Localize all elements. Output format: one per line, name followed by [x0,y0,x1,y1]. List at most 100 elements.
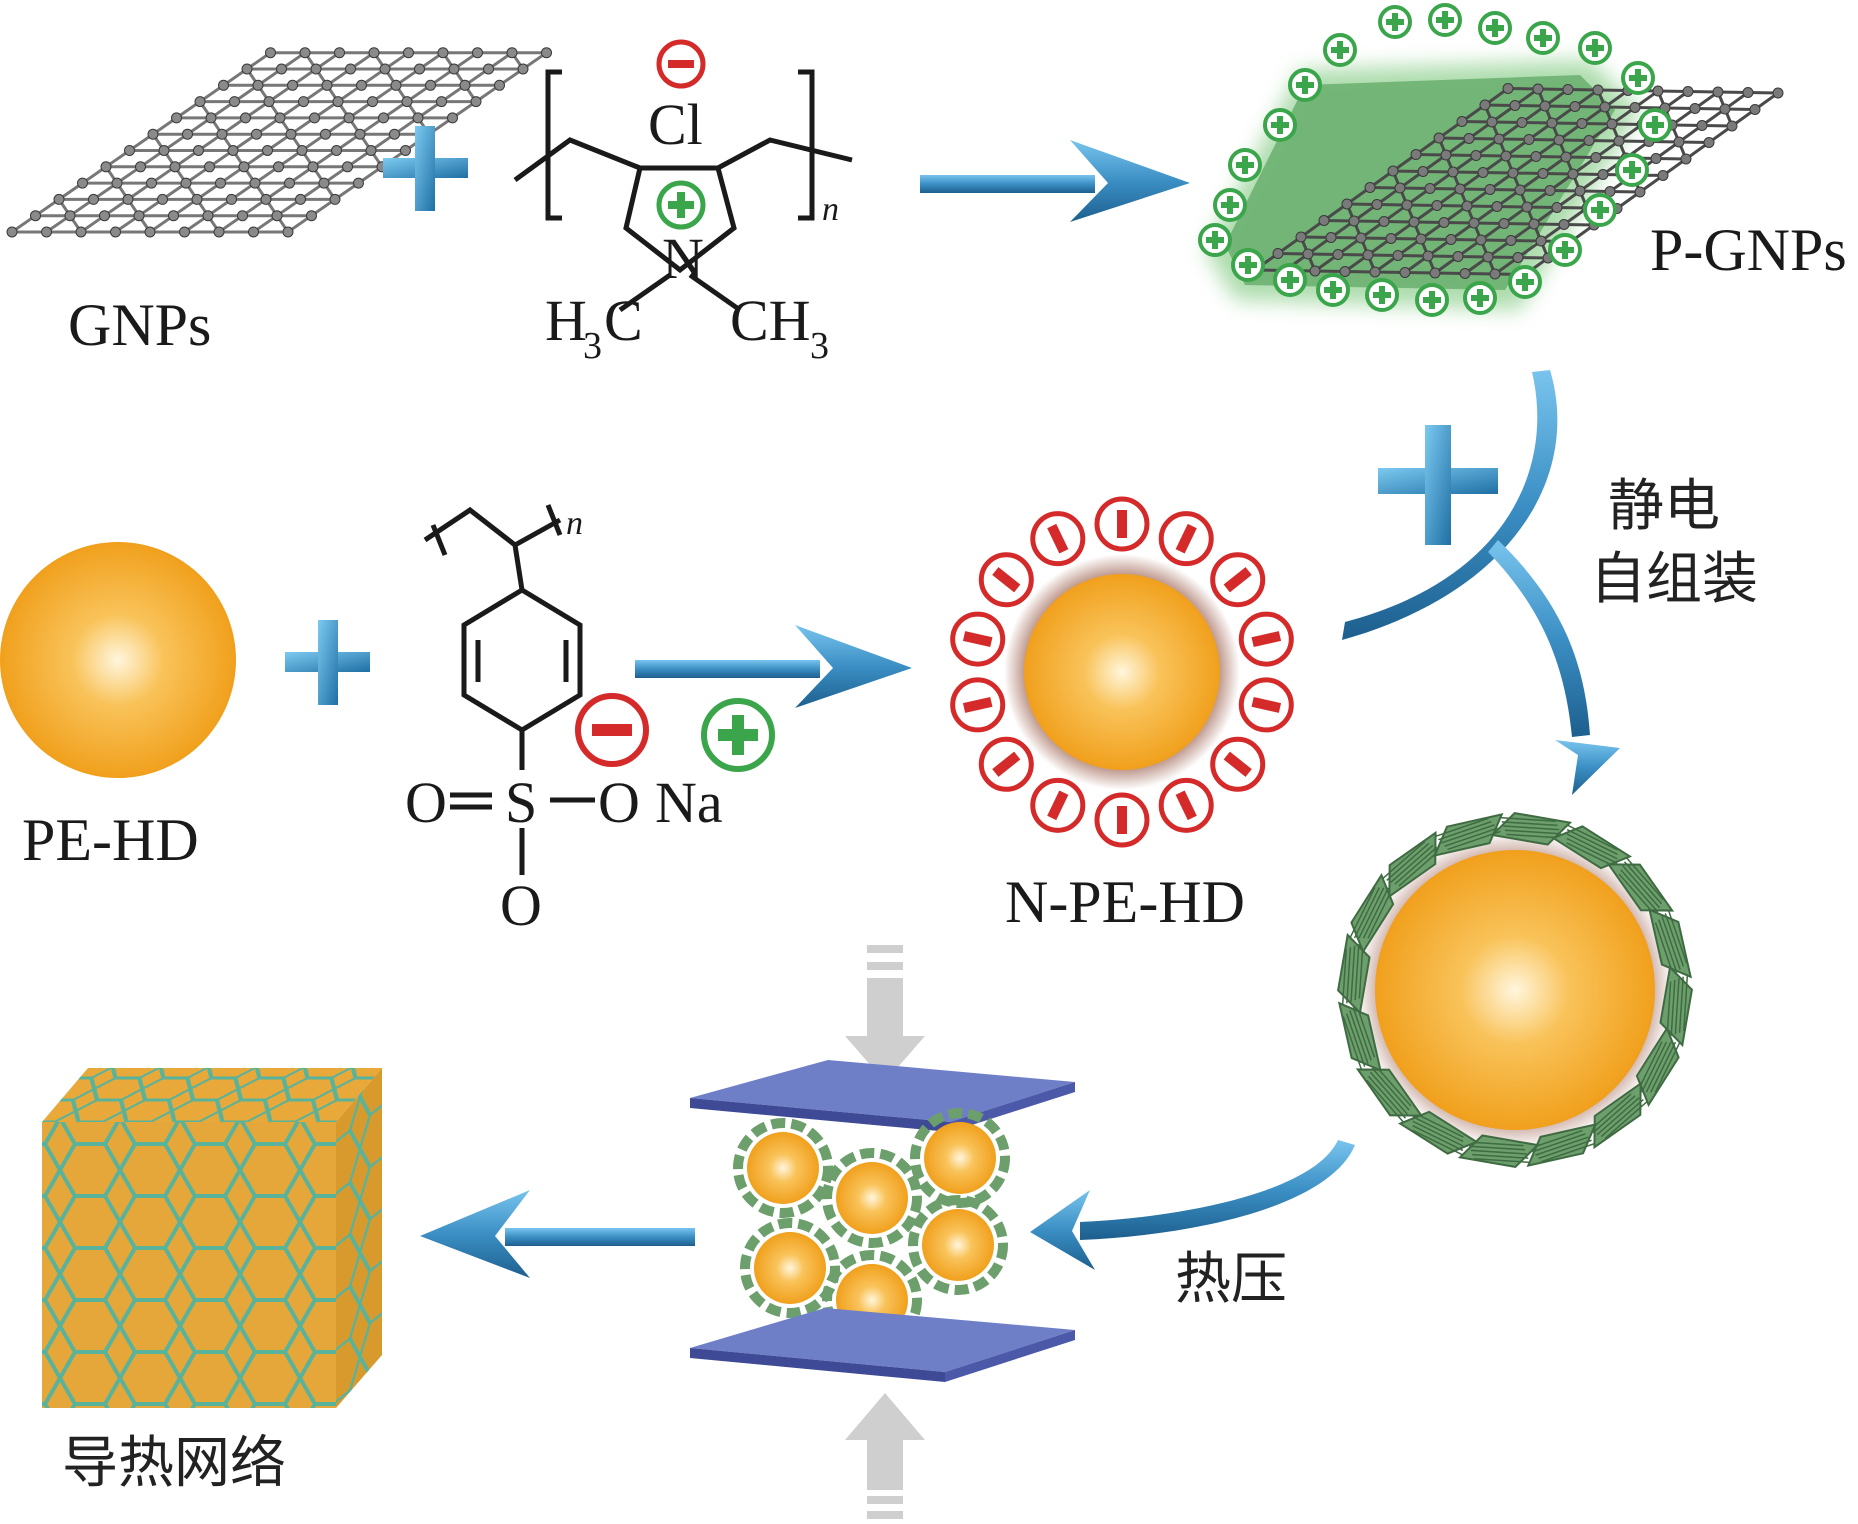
p-gnps-label: P-GNPs [1650,217,1847,283]
positive-charge-icon [1508,265,1542,299]
negative-charge-icon [1158,511,1214,567]
arrow-to-n-pe-hd [635,625,912,708]
press-arrow-top [845,945,925,1082]
p-gnps-lattice [1249,83,1784,280]
plus-sign-3 [1378,425,1498,545]
positive-charge-icon [1288,68,1322,102]
coated-sphere [908,1195,1008,1295]
gnps-graphene-sheet [6,47,552,238]
positive-charge-icon [1478,11,1512,45]
graphene-flake [1457,1134,1540,1168]
coated-pe-hd-particle [1337,812,1693,1168]
electrostatic-label-line2: 自组装 [1590,547,1758,612]
pe-hd-label: PE-HD [22,807,199,873]
graphene-flake [1635,1026,1681,1108]
negative-charge-icon [978,736,1034,792]
coated-sphere [822,1148,922,1248]
n-pe-hd-charges [950,496,1294,848]
electrostatic-label-line1: 静电 [1608,474,1720,539]
pdda-anion-icon [656,39,706,89]
pdda-ch3-ch: CH [730,288,811,353]
pss-s: S [505,770,537,835]
positive-charge-icon [1323,33,1357,67]
graphene-flake [1490,812,1573,846]
arrow-to-thermal-network [420,1190,695,1278]
graphene-flake [1526,1123,1597,1168]
pss-o-left: O [405,770,447,835]
pe-hd-sphere [0,542,236,778]
positive-charge-icon [1213,188,1247,222]
pdda-repeat-n: n [822,191,839,228]
pss-o-right: O [598,770,640,835]
coated-sphere [733,1118,833,1218]
pss-repeat-n: n [566,505,583,542]
positive-charge-icon [1526,21,1560,55]
gnps-label: GNPs [68,292,211,358]
positive-charge-icon [1428,3,1462,37]
positive-charge-icon [1263,108,1297,142]
negative-charge-icon [1210,736,1266,792]
negative-charge-icon [978,552,1034,608]
graphene-flake [1349,872,1395,954]
p-gnps-particle [1198,3,1784,317]
hot-press-arrow [1030,1140,1355,1270]
pdda-structure [513,69,853,313]
press-arrow-bottom [845,1393,925,1519]
pdda-ch3-3: 3 [810,325,829,367]
thermal-network-cube [42,1068,382,1408]
pdda-cation-icon [656,180,706,230]
press-plate-bottom [690,1308,1075,1382]
positive-charge-icon [1228,148,1262,182]
graphene-flake [1606,857,1675,917]
negative-charge-icon [1030,777,1086,833]
pss-cation-icon [701,698,775,772]
negative-charge-icon [1238,611,1294,667]
graphene-flake [1337,1001,1382,1072]
negative-charge-icon [1094,792,1150,848]
graphene-flake-coating [1337,812,1693,1168]
arrow-to-p-gnps [920,140,1190,222]
positive-charge-icon [1378,5,1412,39]
hot-press-assembly [690,945,1075,1519]
pss-structure [423,504,595,875]
p-gnps-charges [1198,3,1672,317]
positive-charge-icon [1365,278,1399,312]
positive-charge-icon [1621,61,1655,95]
graphene-flake [1551,824,1633,870]
negative-charge-icon [1158,777,1214,833]
negative-charge-icon [950,677,1006,733]
pss-na: Na [655,770,723,835]
positive-charge-icon [1638,108,1672,142]
coated-sphere [740,1218,840,1318]
n-pe-hd-particle [950,496,1294,848]
n-pe-hd-label: N-PE-HD [1005,869,1245,935]
graphene-flake [1337,932,1371,1015]
hot-press-label: 热压 [1175,1247,1287,1312]
gnps-lattice [6,47,552,238]
positive-charge-icon [1615,153,1649,187]
pdda-cl: Cl [648,92,703,157]
positive-charge-icon [1548,233,1582,267]
pdda-h3c-c: C [604,288,643,353]
pss-o-bottom: O [500,873,542,938]
graphene-flake [1355,1063,1424,1123]
positive-charge-icon [1583,193,1617,227]
graphene-flake [1433,812,1504,857]
negative-charge-icon [1238,677,1294,733]
pdda-h3c-3: 3 [583,325,602,367]
positive-charge-icon [1198,223,1232,257]
pressed-coated-spheres [733,1108,1010,1350]
graphene-flake [1648,908,1693,979]
positive-charge-icon [1231,248,1265,282]
positive-charge-icon [1273,263,1307,297]
positive-charge-icon [1415,283,1449,317]
plus-sign-2 [285,620,370,705]
negative-charge-icon [950,611,1006,667]
positive-charge-icon [1463,281,1497,315]
pss-anion-icon [575,693,649,767]
plus-sign-1 [383,126,468,211]
negative-charge-icon [1210,552,1266,608]
positive-charge-icon [1578,31,1612,65]
negative-charge-icon [1094,496,1150,552]
